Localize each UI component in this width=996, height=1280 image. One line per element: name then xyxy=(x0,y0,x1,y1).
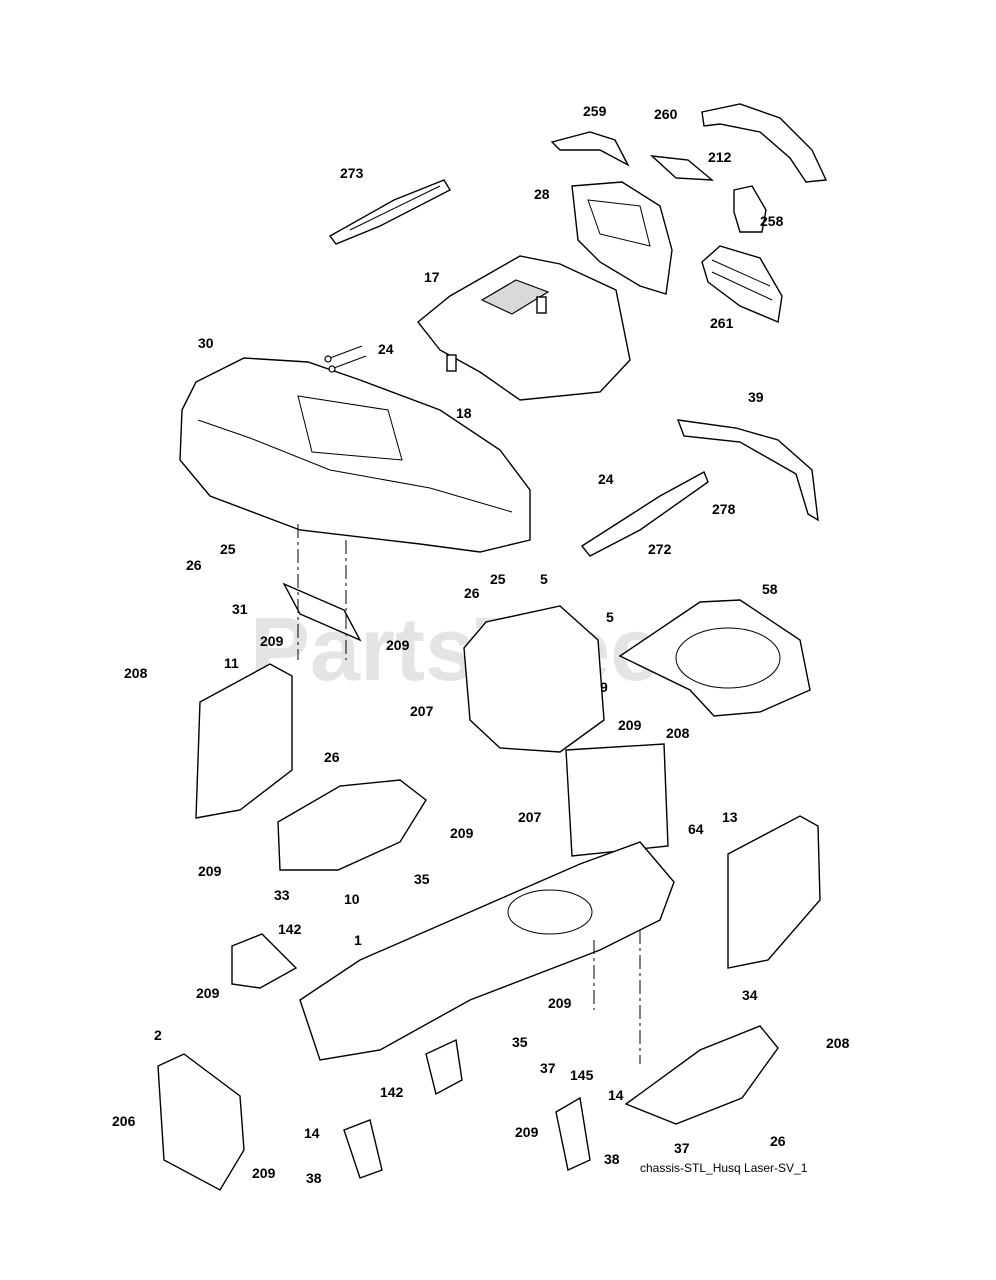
callout-278: 278 xyxy=(712,501,736,517)
callout-37: 37 xyxy=(540,1060,556,1076)
part-11 xyxy=(195,663,293,819)
callout-209: 209 xyxy=(260,633,284,649)
callout-272: 272 xyxy=(648,541,672,557)
part-1 xyxy=(299,841,675,1061)
part-58 xyxy=(618,599,811,717)
callout-35: 35 xyxy=(512,1034,528,1050)
callout-145: 145 xyxy=(570,1067,594,1083)
callout-209: 209 xyxy=(196,985,220,1001)
part-38-a xyxy=(343,1119,383,1179)
callout-35: 35 xyxy=(414,871,430,887)
callout-209: 209 xyxy=(198,863,222,879)
callout-273: 273 xyxy=(340,165,364,181)
callout-9: 9 xyxy=(600,679,608,695)
figure-caption: chassis-STL_Husq Laser-SV_1 xyxy=(640,1161,808,1175)
bolts-24-top xyxy=(324,345,367,373)
part-260 xyxy=(649,155,715,181)
part-258 xyxy=(733,185,767,233)
part-38-b xyxy=(555,1096,591,1171)
callout-260: 260 xyxy=(654,106,678,122)
callout-58: 58 xyxy=(762,581,778,597)
callout-142: 142 xyxy=(278,921,302,937)
callout-34: 34 xyxy=(742,987,758,1003)
callout-207: 207 xyxy=(410,703,434,719)
callout-24: 24 xyxy=(598,471,614,487)
callout-14: 14 xyxy=(304,1125,320,1141)
part-212 xyxy=(701,103,828,183)
callout-13: 13 xyxy=(722,809,738,825)
callout-38: 38 xyxy=(306,1170,322,1186)
callout-25: 25 xyxy=(490,571,506,587)
callout-26: 26 xyxy=(464,585,480,601)
callout-208: 208 xyxy=(124,665,148,681)
callout-206: 206 xyxy=(112,1113,136,1129)
part-142-a xyxy=(231,933,298,989)
callout-261: 261 xyxy=(710,315,734,331)
part-33 xyxy=(277,779,427,871)
callout-33: 33 xyxy=(274,887,290,903)
callout-38: 38 xyxy=(604,1151,620,1167)
callout-209: 209 xyxy=(386,637,410,653)
part-34 xyxy=(624,1025,779,1125)
part-30 xyxy=(179,357,531,553)
callout-1: 1 xyxy=(354,932,362,948)
callout-10: 10 xyxy=(344,891,360,907)
part-9 xyxy=(463,605,605,753)
callout-37: 37 xyxy=(674,1140,690,1156)
part-28 xyxy=(571,181,673,295)
part-261 xyxy=(701,245,783,323)
callout-2: 2 xyxy=(154,1027,162,1043)
callout-209: 209 xyxy=(548,995,572,1011)
callout-11: 11 xyxy=(224,655,239,671)
callout-208: 208 xyxy=(826,1035,850,1051)
callout-18: 18 xyxy=(456,405,472,421)
callout-28: 28 xyxy=(534,186,550,202)
callout-207: 207 xyxy=(518,809,542,825)
part-64 xyxy=(565,743,669,857)
callout-212: 212 xyxy=(708,149,732,165)
callout-209: 209 xyxy=(252,1165,276,1181)
part-259 xyxy=(550,131,630,167)
callout-30: 30 xyxy=(198,335,214,351)
part-13 xyxy=(727,815,821,969)
callout-31: 31 xyxy=(232,601,248,617)
part-273 xyxy=(328,179,451,245)
callout-17: 17 xyxy=(424,269,440,285)
callout-24: 24 xyxy=(378,341,394,357)
callout-5: 5 xyxy=(606,609,614,625)
callout-259: 259 xyxy=(583,103,607,119)
part-272 xyxy=(580,471,709,557)
part-17 xyxy=(417,255,631,401)
callout-64: 64 xyxy=(688,821,704,837)
callout-25: 25 xyxy=(220,541,236,557)
part-39 xyxy=(676,419,819,522)
callout-14: 14 xyxy=(608,1087,624,1103)
callout-208: 208 xyxy=(666,725,690,741)
callout-258: 258 xyxy=(760,213,784,229)
part-142-b xyxy=(425,1038,463,1096)
callout-39: 39 xyxy=(748,389,764,405)
callout-26: 26 xyxy=(186,557,202,573)
callout-209: 209 xyxy=(515,1124,539,1140)
part-2 xyxy=(157,1053,245,1191)
callout-142: 142 xyxy=(380,1084,404,1100)
callout-26: 26 xyxy=(324,749,340,765)
callout-209: 209 xyxy=(618,717,642,733)
callout-209: 209 xyxy=(450,825,474,841)
part-31 xyxy=(282,582,362,642)
callout-5: 5 xyxy=(540,571,548,587)
callout-26: 26 xyxy=(770,1133,786,1149)
